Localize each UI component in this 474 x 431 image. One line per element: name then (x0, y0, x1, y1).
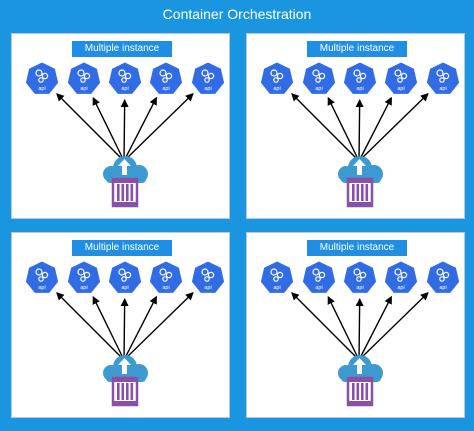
deploy-arrow (56, 93, 125, 162)
panel-top-left: api api api api api Multiple instance (11, 33, 230, 219)
deploy-arrow (56, 292, 125, 361)
svg-text:api: api (162, 86, 169, 92)
svg-text:api: api (439, 285, 446, 291)
svg-text:api: api (273, 285, 280, 291)
container-icon (111, 376, 139, 407)
kubernetes-pod-icon: api (190, 260, 226, 295)
deploy-arrow (327, 296, 360, 361)
deploy-arrow (120, 298, 129, 361)
svg-text:api: api (80, 86, 87, 92)
deploy-arrow (291, 93, 360, 162)
deploy-arrow (123, 96, 158, 162)
svg-text:api: api (315, 285, 322, 291)
kubernetes-pod-icon: api (107, 61, 143, 96)
panel-diagram: api api api api api (259, 260, 461, 407)
kubernetes-pod-icon: api (107, 260, 143, 295)
deploy-arrow (355, 99, 364, 162)
svg-text:api: api (397, 285, 404, 291)
svg-text:api: api (204, 285, 211, 291)
container-icon (346, 177, 374, 208)
svg-text:api: api (80, 285, 87, 291)
kubernetes-pod-icon: api (301, 61, 337, 96)
kubernetes-pod-icon: api (342, 260, 378, 295)
deploy-arrow (92, 97, 125, 162)
kubernetes-pod-icon: api (383, 61, 419, 96)
kubernetes-pod-icon: api (66, 61, 102, 96)
multiple-instance-badge: Multiple instance (307, 240, 407, 256)
deploy-arrow (291, 292, 360, 361)
svg-text:api: api (439, 86, 446, 92)
panel-bottom-right: api api api api api Multiple instance (246, 232, 465, 418)
panel-diagram: api api api api api (259, 61, 461, 208)
deploy-arrow (120, 99, 129, 162)
panel-diagram: api api api api api (24, 260, 226, 407)
multiple-instance-badge: Multiple instance (72, 41, 172, 57)
panel-diagram: api api api api api (24, 61, 226, 208)
cloud-upload-icon (338, 355, 383, 382)
svg-text:api: api (204, 86, 211, 92)
kubernetes-pod-icon: api (301, 260, 337, 295)
kubernetes-pod-icon: api (148, 260, 184, 295)
deploy-arrow (327, 97, 360, 162)
kubernetes-pod-icon: api (259, 61, 295, 96)
deploy-arrow (358, 93, 429, 162)
kubernetes-pod-icon: api (148, 61, 184, 96)
svg-text:api: api (273, 86, 280, 92)
svg-text:api: api (121, 86, 128, 92)
kubernetes-pod-icon: api (425, 61, 461, 96)
panel-bottom-left: api api api api api Multiple instance (11, 232, 230, 418)
multiple-instance-badge: Multiple instance (72, 240, 172, 256)
svg-text:api: api (356, 285, 363, 291)
svg-text:api: api (38, 285, 45, 291)
deploy-arrow (358, 96, 393, 162)
deploy-arrow (123, 295, 158, 361)
deploy-arrow (92, 296, 125, 361)
kubernetes-pod-icon: api (383, 260, 419, 295)
kubernetes-pod-icon: api (66, 260, 102, 295)
deploy-arrow (358, 292, 429, 361)
container-icon (111, 177, 139, 208)
deploy-arrow (355, 298, 364, 361)
kubernetes-pod-icon: api (24, 61, 60, 96)
multiple-instance-badge: Multiple instance (307, 41, 407, 57)
svg-text:api: api (162, 285, 169, 291)
container-icon (346, 376, 374, 407)
kubernetes-pod-icon: api (259, 260, 295, 295)
kubernetes-pod-icon: api (24, 260, 60, 295)
deploy-arrow (123, 292, 194, 361)
svg-text:api: api (356, 86, 363, 92)
deploy-arrow (358, 295, 393, 361)
svg-text:api: api (121, 285, 128, 291)
svg-text:api: api (38, 86, 45, 92)
kubernetes-pod-icon: api (342, 61, 378, 96)
kubernetes-pod-icon: api (425, 260, 461, 295)
svg-text:api: api (315, 86, 322, 92)
diagram-title: Container Orchestration (162, 6, 312, 22)
kubernetes-pod-icon: api (190, 61, 226, 96)
svg-text:api: api (397, 86, 404, 92)
deploy-arrow (123, 93, 194, 162)
panel-top-right: api api api api api Multiple instance (246, 33, 465, 219)
